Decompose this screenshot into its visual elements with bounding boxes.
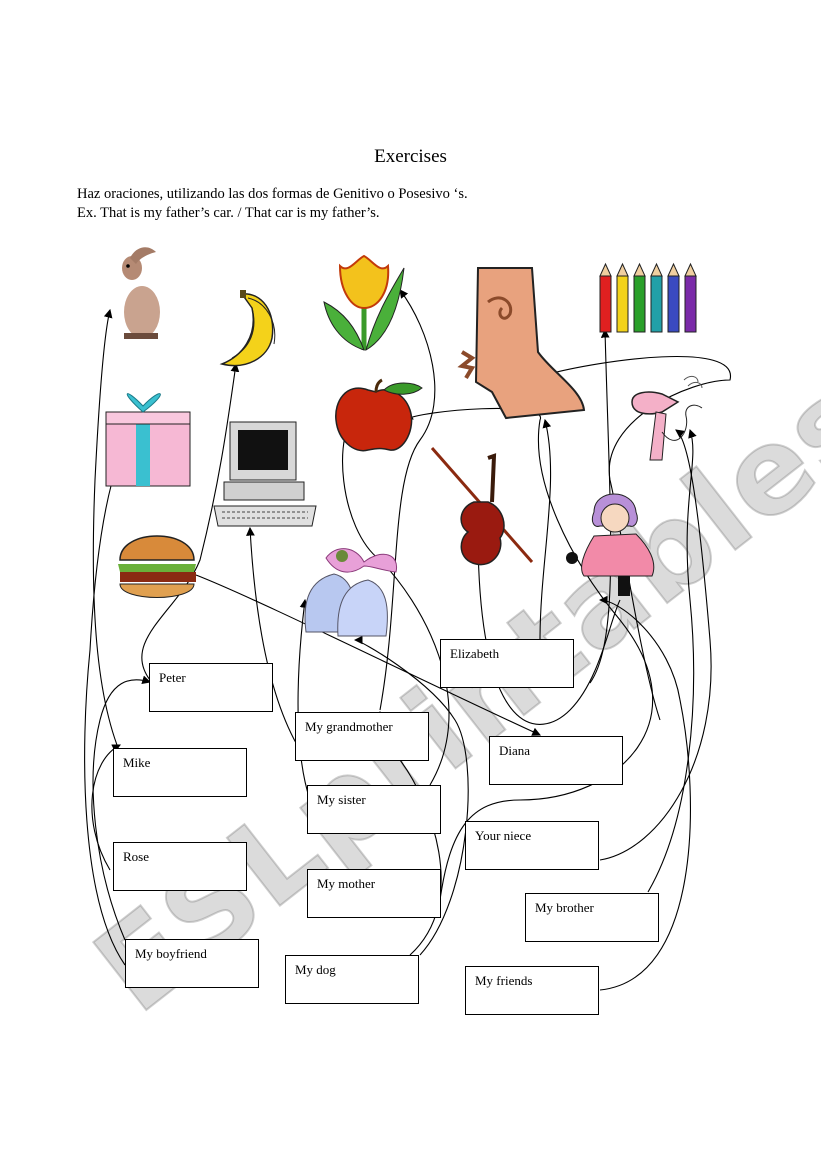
banana-icon bbox=[219, 290, 276, 367]
hairdryer-icon bbox=[631, 375, 703, 461]
name-box-mike: Mike bbox=[113, 748, 247, 797]
name-box-friends: My friends bbox=[465, 966, 599, 1015]
tulip-icon bbox=[323, 254, 405, 352]
name-box-diana: Diana bbox=[489, 736, 623, 785]
doll-icon bbox=[566, 493, 655, 596]
apple-icon bbox=[335, 378, 423, 452]
name-box-sister: My sister bbox=[307, 785, 441, 834]
name-box-elizabeth: Elizabeth bbox=[440, 639, 574, 688]
colored-pencils-icon bbox=[599, 262, 697, 333]
wedding-bells-icon bbox=[304, 548, 398, 637]
computer-icon bbox=[213, 421, 317, 527]
name-box-boyfriend: My boyfriend bbox=[125, 939, 259, 988]
cowboy-boot-icon bbox=[457, 267, 586, 420]
example-text: Ex. That is my father’s car. / That car … bbox=[77, 205, 380, 221]
name-box-mother: My mother bbox=[307, 869, 441, 918]
name-box-peter: Peter bbox=[149, 663, 273, 712]
gift-box-icon bbox=[105, 393, 191, 487]
name-box-grandmother: My grandmother bbox=[295, 712, 429, 761]
rabbit-icon bbox=[122, 247, 160, 339]
instruction-text: Haz oraciones, utilizando las dos formas… bbox=[77, 186, 468, 202]
name-box-niece: Your niece bbox=[465, 821, 599, 870]
hamburger-icon bbox=[118, 535, 196, 598]
name-box-brother: My brother bbox=[525, 893, 659, 942]
page-title: Exercises bbox=[374, 146, 447, 167]
name-box-dog: My dog bbox=[285, 955, 419, 1004]
violin-icon bbox=[430, 447, 534, 566]
name-box-rose: Rose bbox=[113, 842, 247, 891]
